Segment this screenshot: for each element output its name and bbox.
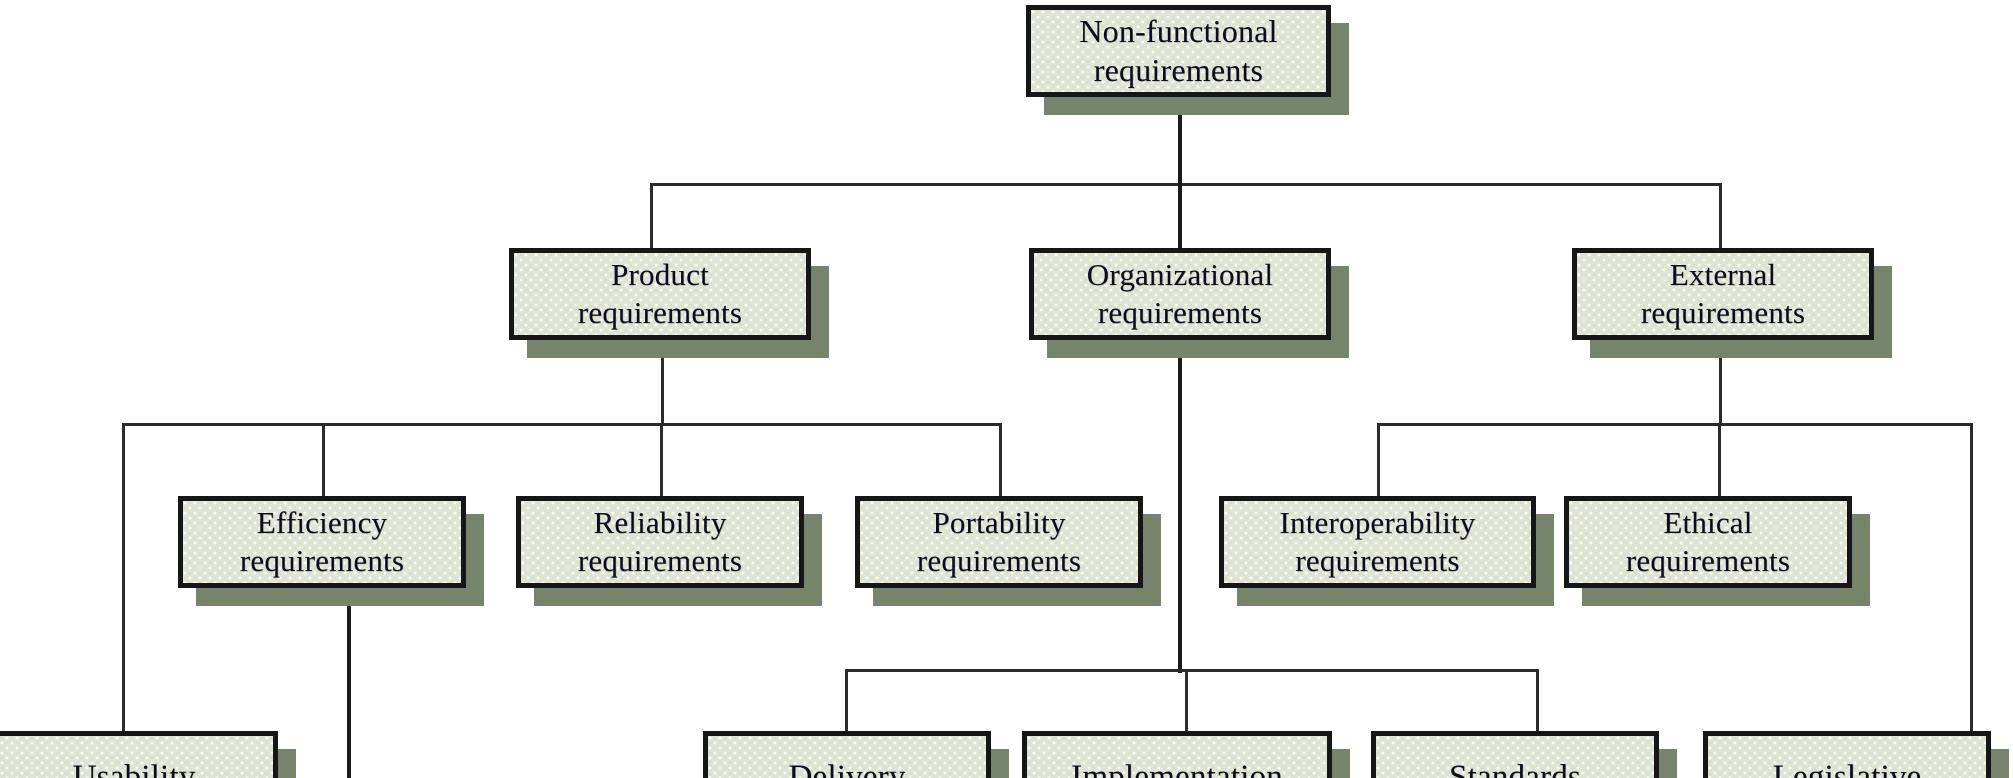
connector-drop-product [650,183,653,250]
node-label: External requirements [1640,257,1806,330]
connector-drop-standards [1536,669,1539,733]
node-box: Efficiency requirements [178,496,466,588]
node-box: Portability requirements [855,496,1143,588]
connector-drop-legislative [1970,423,1973,733]
connector-drop-delivery [845,669,848,733]
node-box: Organizational requirements [1029,248,1331,340]
node-box: Reliability requirements [516,496,804,588]
connector-organizational-trunk [1178,348,1182,673]
connector-external-bus [1377,423,1973,426]
node-efficiency-requirements[interactable]: Efficiency requirements [178,496,484,606]
node-implementation[interactable]: Implementation [1022,731,1350,778]
node-box: External requirements [1572,248,1874,340]
connector-root-trunk [1178,93,1182,186]
connector-product-trunk [661,348,664,426]
node-reliability-requirements[interactable]: Reliability requirements [516,496,822,606]
node-box: Delivery [703,731,991,778]
node-organizational-requirements[interactable]: Organizational requirements [1029,248,1349,358]
node-ethical-requirements[interactable]: Ethical requirements [1564,496,1870,606]
connector-drop-external [1719,183,1722,250]
node-box: Product requirements [509,248,811,340]
connector-drop-efficiency [322,423,325,498]
node-label: Standards [1449,758,1581,778]
connector-external-trunk [1719,348,1722,426]
node-label: Efficiency requirements [239,505,405,578]
node-label: Organizational requirements [1086,257,1274,330]
connector-drop-usability [122,423,125,733]
node-non-functional-requirements[interactable]: Non-functional requirements [1026,5,1349,115]
node-box: Legislative [1703,731,1991,778]
connector-product-bus [122,423,1002,426]
node-box: Usability [0,731,278,778]
node-label: Delivery [788,758,906,778]
connector-drop-reliability [660,423,663,498]
node-interoperability-requirements[interactable]: Interoperability requirements [1219,496,1554,606]
node-label: Ethical requirements [1625,505,1791,578]
connector-drop-implementation [1185,669,1188,733]
connector-drop-portability [999,423,1002,498]
node-label: Usability [72,758,196,778]
connector-efficiency-tail [347,598,351,778]
node-box: Interoperability requirements [1219,496,1536,588]
connector-drop-organizational [1178,183,1182,250]
node-label: Legislative [1772,758,1922,778]
node-label: Reliability requirements [577,505,743,578]
node-standards[interactable]: Standards [1371,731,1677,778]
connector-level2-bus [650,183,1722,186]
node-label: Interoperability requirements [1279,505,1476,578]
node-box: Ethical requirements [1564,496,1852,588]
node-box: Non-functional requirements [1026,5,1331,97]
node-legislative[interactable]: Legislative [1703,731,2009,778]
node-label: Portability requirements [916,505,1082,578]
node-box: Standards [1371,731,1659,778]
node-box: Implementation [1022,731,1332,778]
node-usability[interactable]: Usability [0,731,296,778]
node-label: Product requirements [577,257,743,330]
node-product-requirements[interactable]: Product requirements [509,248,829,358]
node-label: Implementation [1071,758,1283,778]
node-delivery[interactable]: Delivery [703,731,1009,778]
connector-drop-ethical [1718,423,1721,498]
node-label: Non-functional requirements [1079,12,1278,88]
connector-organizational-bus [845,669,1539,672]
node-external-requirements[interactable]: External requirements [1572,248,1892,358]
node-portability-requirements[interactable]: Portability requirements [855,496,1161,606]
connector-drop-interoperability [1377,423,1380,498]
